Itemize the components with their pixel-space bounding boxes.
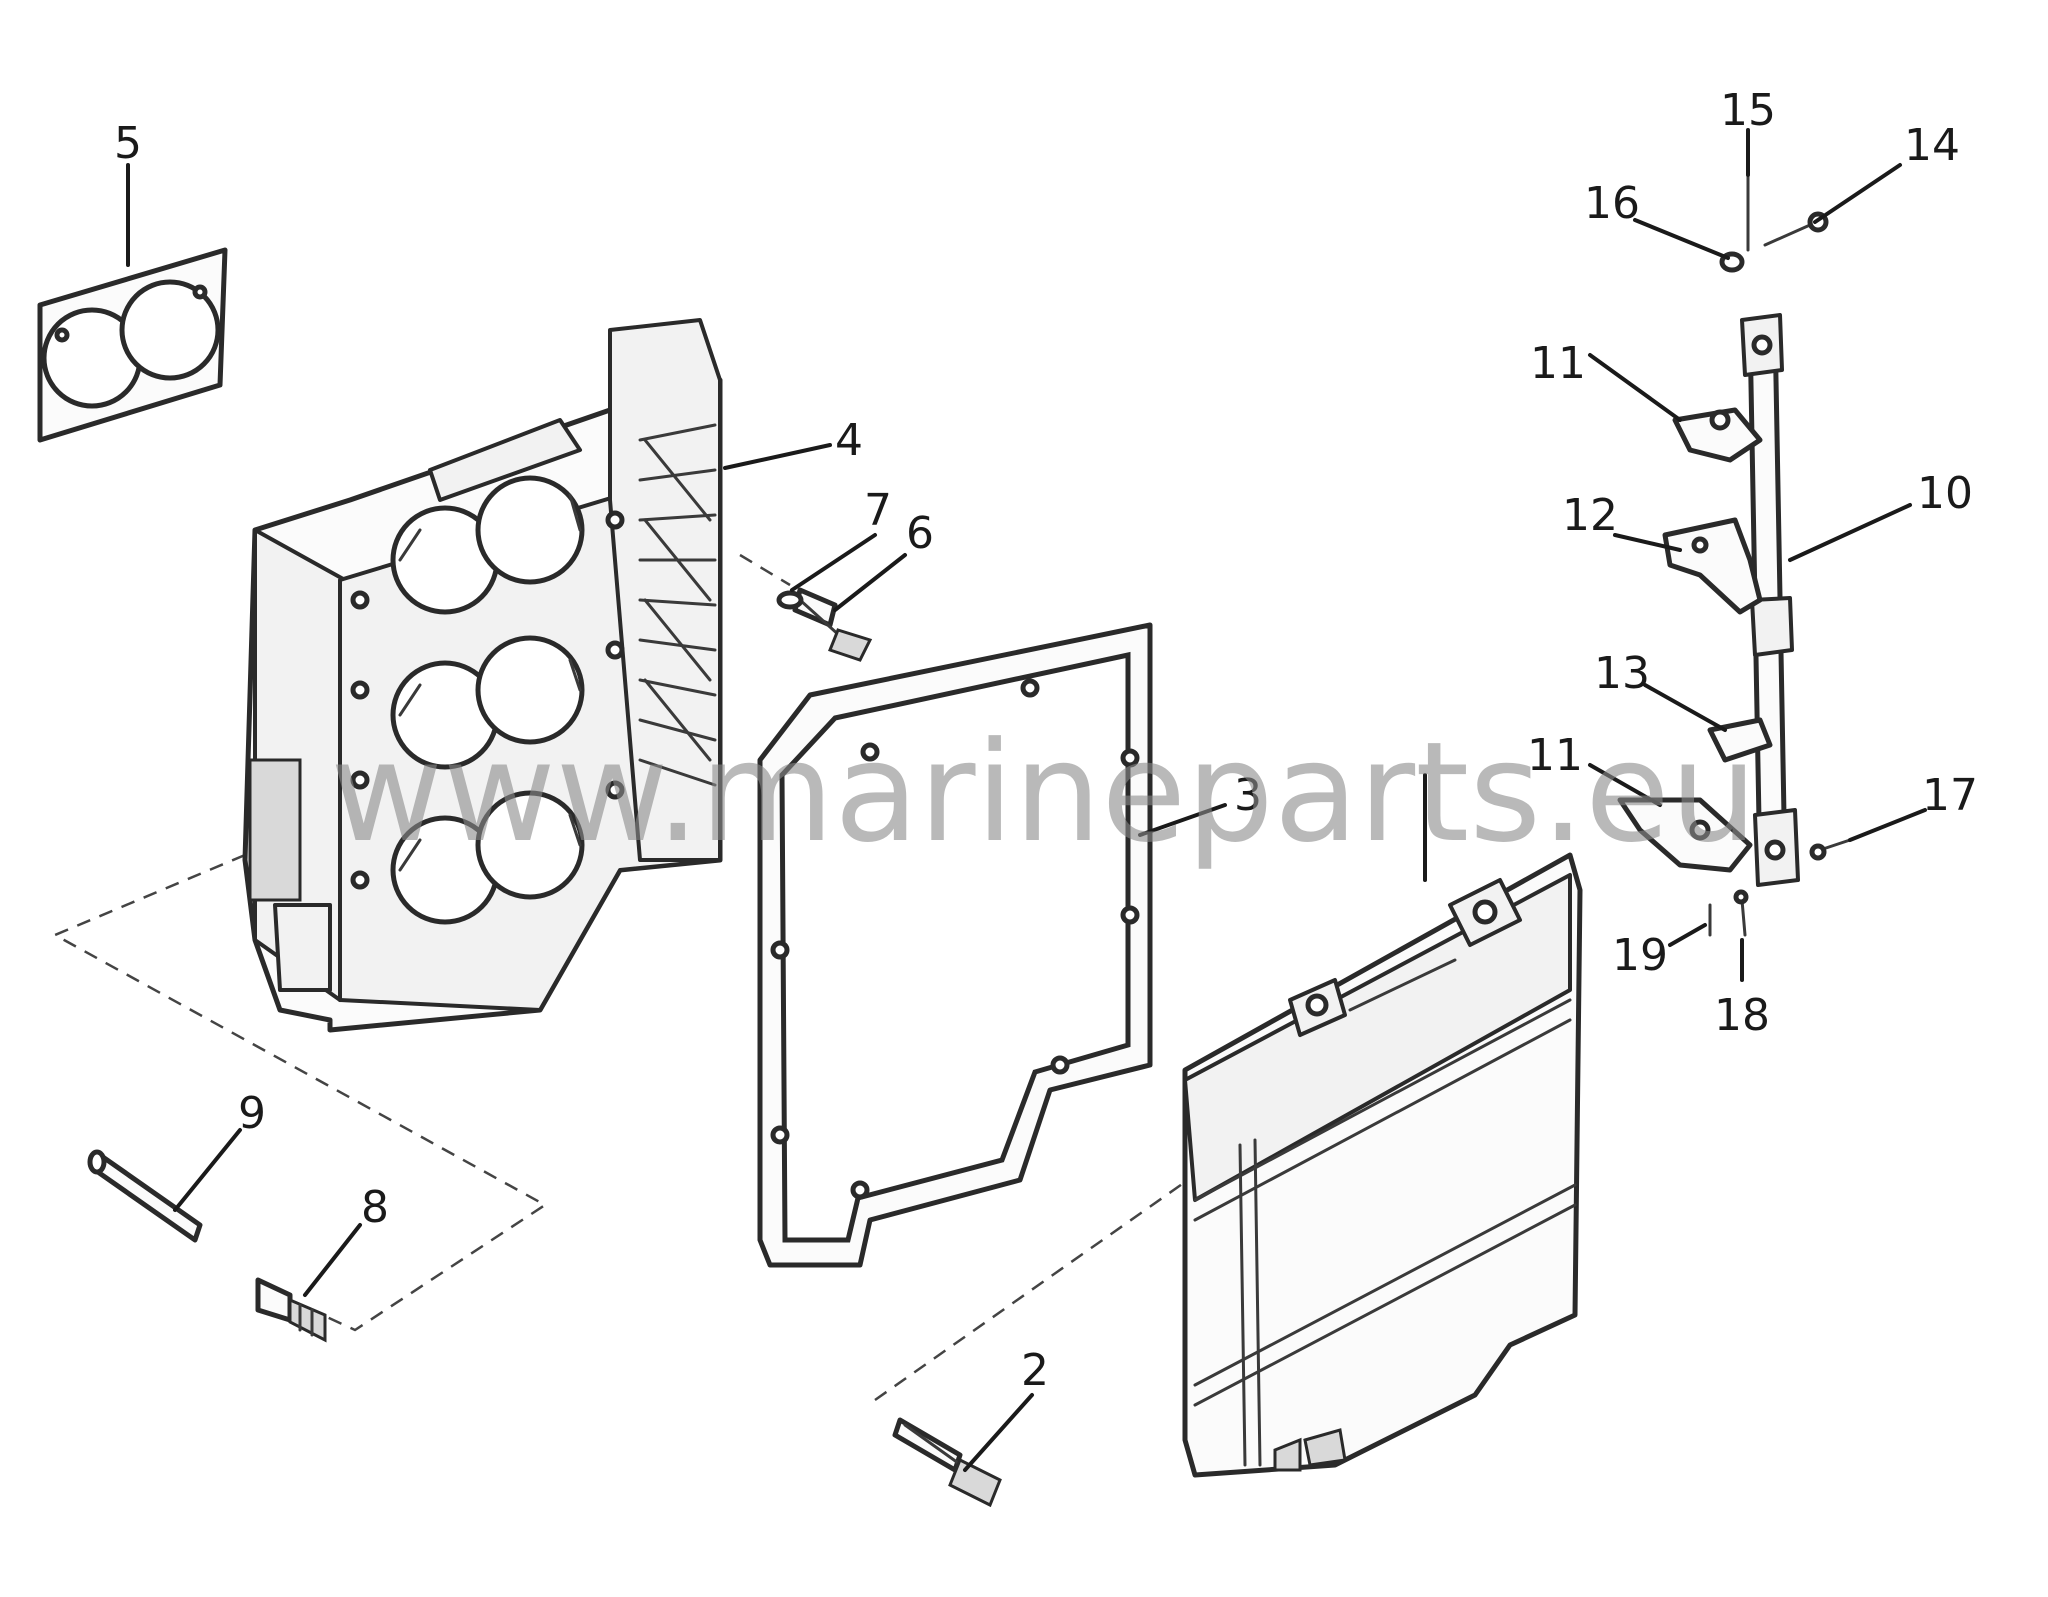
linkage-assembly [1617,173,1852,937]
callout-3: 3 [1234,770,1262,821]
callout-labels: 5 4 7 6 3 2 9 8 15 14 16 11 10 12 13 11 … [114,85,1978,1396]
callout-17: 17 [1922,770,1978,821]
callout-2: 2 [1021,1345,1049,1396]
leader-lines [126,128,1927,1472]
callout-11-lower: 11 [1527,730,1583,781]
callout-7: 7 [864,485,892,536]
part-7-washer [776,590,804,610]
callout-6: 6 [906,508,934,559]
callout-4: 4 [835,415,863,466]
callout-14: 14 [1904,120,1960,171]
part-8-fitting [255,1277,327,1343]
callout-16: 16 [1584,178,1640,229]
part-1-cover [1182,852,1583,1478]
part-5-gasket [37,247,228,443]
callout-18: 18 [1714,990,1770,1041]
callout-5: 5 [114,118,142,169]
part-9-dowel-pin [87,1149,203,1243]
part-6-bolt [792,587,873,662]
callout-13: 13 [1594,648,1650,699]
callout-11-upper: 11 [1530,338,1586,389]
callout-9: 9 [238,1088,266,1139]
part-3-gasket [757,622,1153,1268]
callout-12: 12 [1562,490,1618,541]
part-2-screw [892,1417,1002,1508]
callout-8: 8 [361,1182,389,1233]
part-4-main-plate [242,318,723,1033]
callout-10: 10 [1917,468,1973,519]
callout-19: 19 [1612,930,1668,981]
callout-15: 15 [1720,85,1776,136]
watermark: www.marineparts.eu [330,712,1757,873]
